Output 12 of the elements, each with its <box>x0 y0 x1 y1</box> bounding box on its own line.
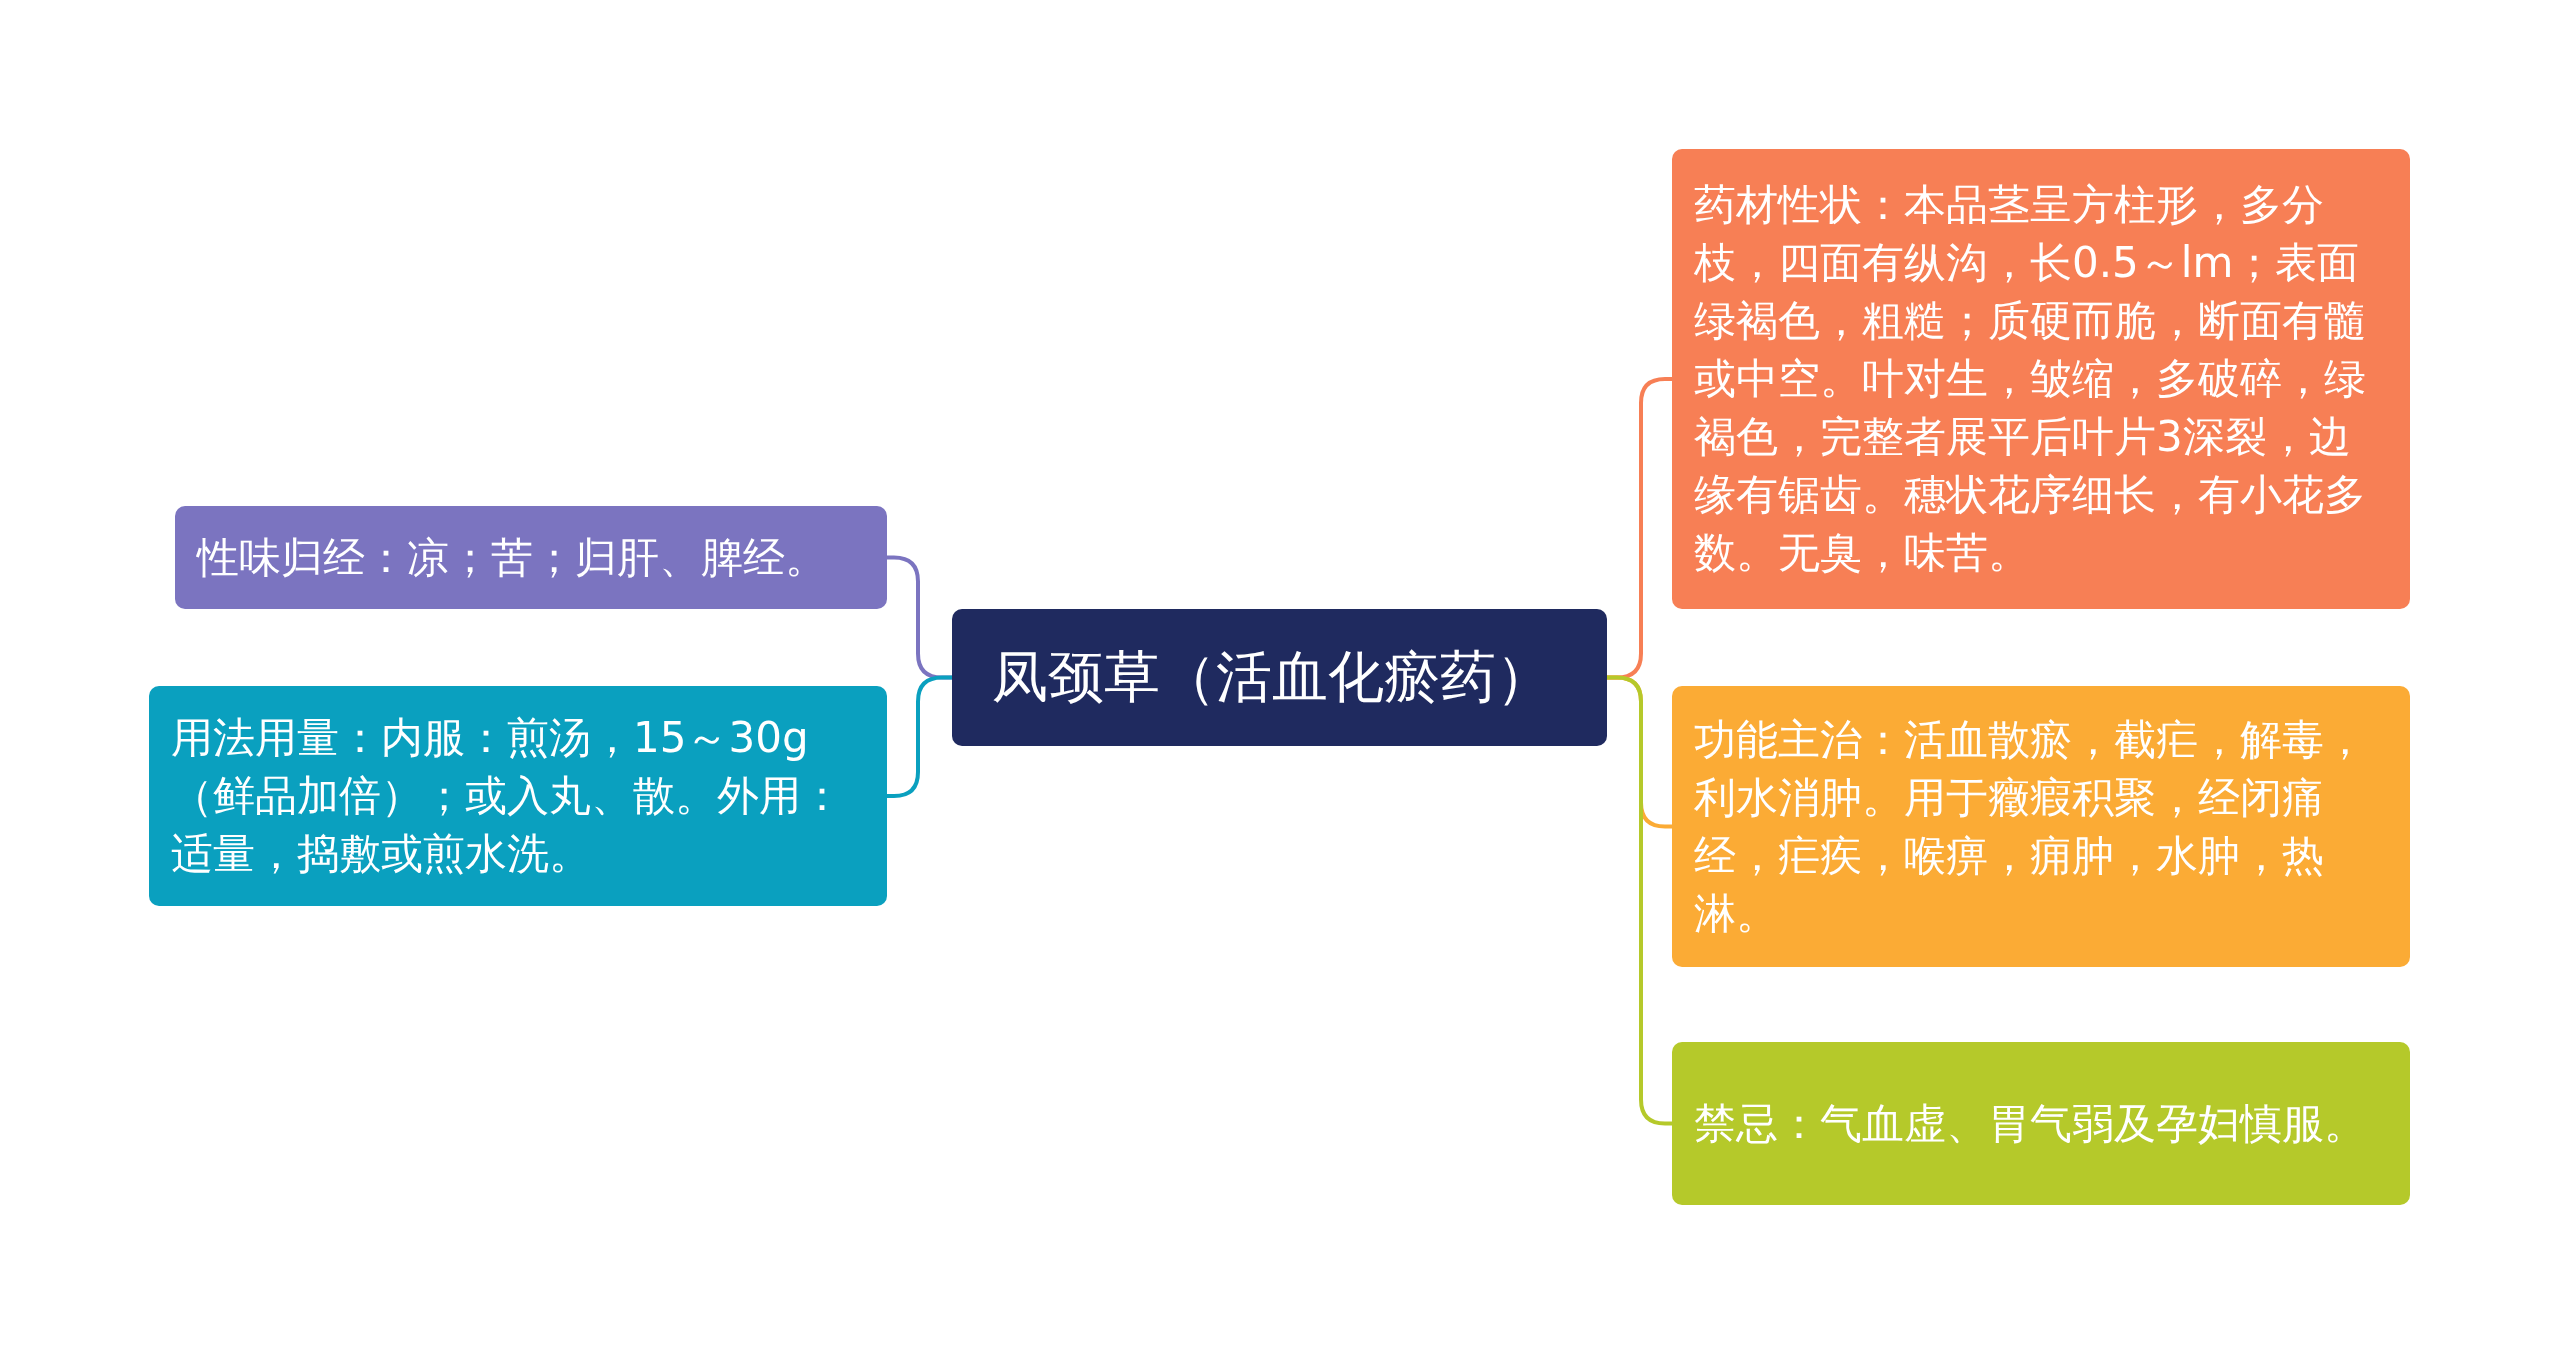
topic-text: 性味归经：凉；苦；归肝、脾经。 <box>197 531 828 584</box>
topic-box <box>1672 686 2410 967</box>
topic-text: 功能主治：活血散瘀，截疟，解毒，利水消肿。用于癥瘕积聚，经闭痛经，疟疾，喉痹，痈肿，水肿，热淋。 <box>1694 713 2367 940</box>
central-topic-box <box>952 609 1607 746</box>
topic-text: 禁忌：气血虚、胃气弱及孕妇慎服。 <box>1694 1097 2367 1150</box>
topic-box <box>1672 1042 2410 1205</box>
topic-text: 用法用量：内服：煎汤，15～30g（鲜品加倍）；或入丸、散。外用：适量，捣敷或煎水洗。 <box>171 712 844 880</box>
topic-box <box>149 686 887 906</box>
topic-text: 药材性状：本品茎呈方柱形，多分枝，四面有纵沟，长0.5～lm；表面绿褐色，粗糙；质硬而脆，断面有髓或中空。叶对生，皱缩，多破碎，绿褐色，完整者展平后叶片3深裂，边缘有锯齿。穗状花序细长，有小花多数。无臭，味苦。 <box>1694 179 2367 579</box>
topic-box <box>1672 149 2410 609</box>
topic-box <box>175 506 887 609</box>
topic-text: 凤颈草（活血化瘀药） <box>992 643 1553 712</box>
